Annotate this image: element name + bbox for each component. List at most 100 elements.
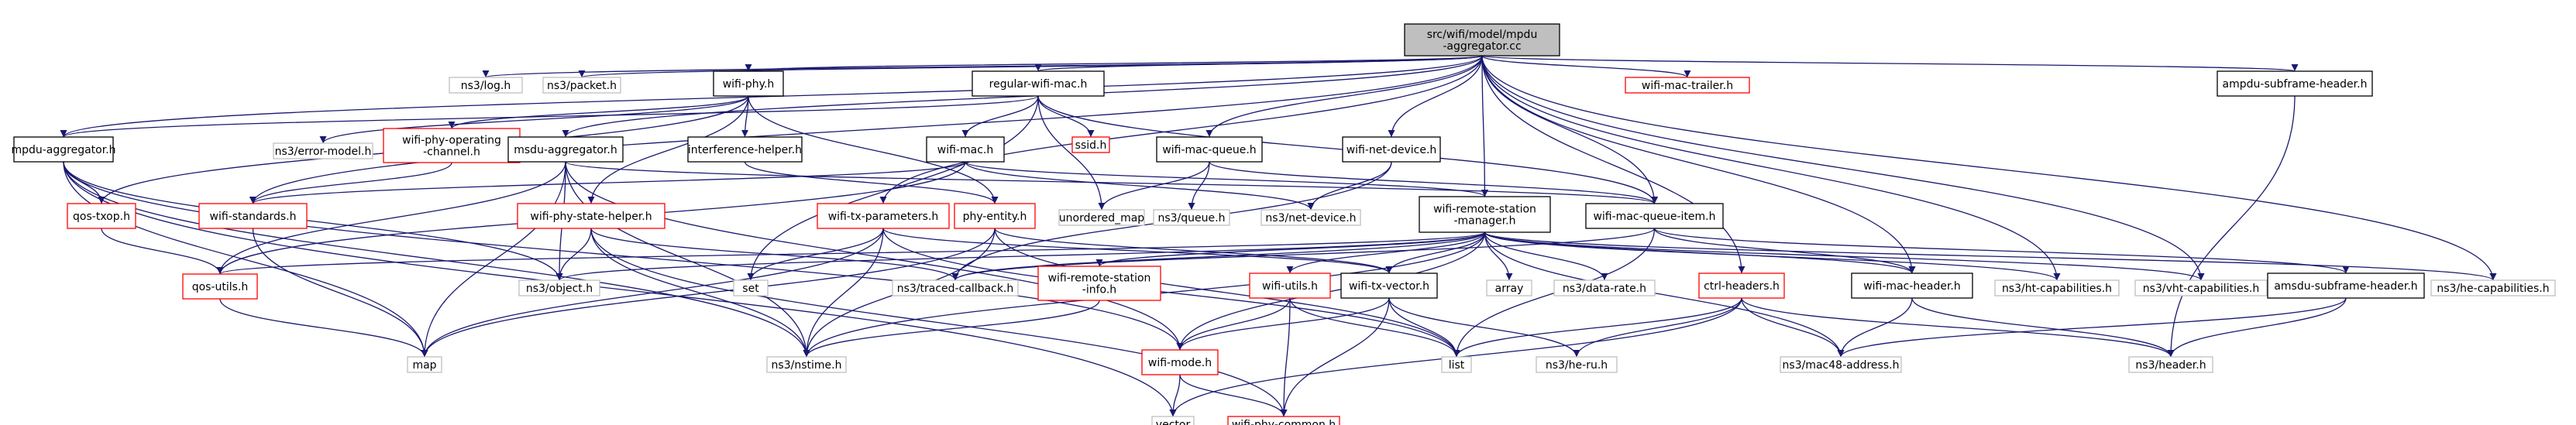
edge-opchan-standards	[249, 162, 452, 204]
node-opchan[interactable]: wifi-phy-operating-channel.h	[383, 128, 521, 163]
node-ampdusub[interactable]: ampdu-subframe-header.h	[2217, 70, 2373, 97]
node-label: ns3/header.h	[2135, 359, 2206, 372]
node-label: ns3/he-ru.h	[1546, 359, 1608, 372]
node-box	[198, 203, 308, 229]
node-vector[interactable]: vector	[1151, 416, 1195, 425]
node-mactrailer[interactable]: wifi-mac-trailer.h	[1625, 77, 1750, 94]
node-label: -channel.h	[423, 146, 480, 159]
edge-standards-map	[252, 228, 428, 358]
node-label: msdu-aggregator.h	[514, 144, 617, 156]
edge-wifimac-standards	[249, 161, 966, 204]
node-datarate[interactable]: ns3/data-rate.h	[1553, 279, 1656, 296]
node-box	[1625, 77, 1750, 94]
node-box	[1342, 136, 1441, 163]
node-box	[892, 279, 1019, 296]
node-wifimac[interactable]: wifi-mac.h	[926, 136, 1005, 163]
node-txparams[interactable]: wifi-tx-parameters.h	[817, 203, 950, 229]
edge-root-htcap	[1481, 55, 2061, 281]
edge-interf-phyentity	[744, 161, 999, 204]
node-msduagg[interactable]: msdu-aggregator.h	[507, 136, 624, 163]
node-array[interactable]: array	[1486, 279, 1532, 296]
node-label: list	[1449, 359, 1465, 372]
node-label: src/wifi/model/mpdu	[1427, 29, 1538, 41]
node-log[interactable]: ns3/log.h	[449, 77, 523, 94]
node-qosutils[interactable]: qos-utils.h	[182, 273, 258, 300]
node-phyentity[interactable]: phy-entity.h	[954, 203, 1036, 229]
node-label: -aggregator.cc	[1443, 40, 1521, 53]
node-txvector[interactable]: wifi-tx-vector.h	[1340, 272, 1438, 299]
node-macqueue[interactable]: wifi-mac-queue.h	[1156, 136, 1263, 163]
node-nstime[interactable]: ns3/nstime.h	[766, 356, 847, 373]
node-label: wifi-mac-queue.h	[1162, 144, 1256, 156]
node-wifiphy[interactable]: wifi-phy.h	[713, 70, 784, 97]
edge-macqueue-unordmap	[1098, 161, 1210, 211]
node-map[interactable]: map	[407, 356, 442, 373]
node-box	[1058, 209, 1145, 226]
node-label: array	[1495, 283, 1524, 295]
node-label: wifi-phy.h	[723, 78, 775, 91]
node-amsdusub[interactable]: amsdu-subframe-header.h	[2267, 272, 2425, 299]
edge-rsm-datarate	[1484, 231, 1608, 281]
node-wifiutils[interactable]: wifi-utils.h	[1249, 272, 1331, 299]
edge-regmac-unordmap	[1037, 95, 1106, 211]
node-hecap[interactable]: ns3/he-capabilities.h	[2430, 279, 2556, 296]
node-heru[interactable]: ns3/he-ru.h	[1536, 356, 1618, 373]
edge-root-regmac	[1034, 55, 1483, 72]
node-traced[interactable]: ns3/traced-callback.h	[892, 279, 1019, 296]
node-wifimode[interactable]: wifi-mode.h	[1141, 349, 1219, 375]
node-interf[interactable]: interference-helper.h	[687, 136, 803, 163]
node-packet[interactable]: ns3/packet.h	[542, 77, 621, 94]
edge-msduagg-queueitem	[565, 161, 1658, 204]
node-label: ns3/object.h	[526, 283, 593, 295]
node-root[interactable]: src/wifi/model/mpdu-aggregator.cc	[1404, 23, 1560, 57]
edge-macqueue-ns3queue	[1188, 161, 1210, 211]
node-box	[449, 77, 523, 94]
node-statehelper[interactable]: wifi-phy-state-helper.h	[517, 203, 665, 229]
node-label: ns3/nstime.h	[772, 359, 842, 372]
node-vhtcap[interactable]: ns3/vht-capabilities.h	[2134, 279, 2268, 296]
edge-root-wifiphy	[745, 55, 1483, 72]
node-label: ctrl-headers.h	[1704, 280, 1780, 293]
node-ssid[interactable]: ssid.h	[1071, 136, 1110, 153]
node-box	[1141, 349, 1219, 375]
edge-txvector-heru	[1388, 297, 1580, 358]
edge-phyentity-map	[421, 228, 996, 358]
node-standards[interactable]: wifi-standards.h	[198, 203, 308, 229]
node-label: phy-entity.h	[963, 211, 1027, 223]
node-ctrlhdr[interactable]: ctrl-headers.h	[1698, 272, 1785, 299]
node-htcap[interactable]: ns3/ht-capabilities.h	[1994, 279, 2120, 296]
node-rsinfo[interactable]: wifi-remote-station-info.h	[1037, 266, 1161, 301]
node-object[interactable]: ns3/object.h	[518, 279, 600, 296]
edge-queueitem-amsdusub	[1653, 228, 2350, 274]
node-queueitem[interactable]: wifi-mac-queue-item.h	[1585, 203, 1724, 229]
node-set[interactable]: set	[733, 279, 769, 296]
node-qostxop[interactable]: qos-txop.h	[67, 203, 136, 229]
node-box	[1441, 356, 1472, 373]
edge-wifimode-phycommon	[1179, 374, 1288, 417]
node-list[interactable]: list	[1441, 356, 1472, 373]
node-netdev[interactable]: wifi-net-device.h	[1342, 136, 1441, 163]
node-box	[67, 203, 136, 229]
edge-root-hecap	[1481, 55, 2497, 281]
edge-queueitem-machdr	[1653, 228, 1916, 274]
node-regmac[interactable]: regular-wifi-mac.h	[972, 70, 1105, 97]
node-ns3queue[interactable]: ns3/queue.h	[1153, 209, 1230, 226]
node-header[interactable]: ns3/header.h	[2128, 356, 2213, 373]
node-ns3netdev[interactable]: ns3/net-device.h	[1260, 209, 1361, 226]
node-mpduagg[interactable]: mpdu-aggregator.h	[11, 136, 116, 163]
edge-root-netdev	[1388, 55, 1483, 138]
edge-root-macqueue	[1205, 55, 1483, 138]
node-label: ns3/log.h	[461, 80, 511, 92]
edge-wifiutils-wifimode	[1176, 297, 1291, 351]
node-mac48[interactable]: ns3/mac48-address.h	[1780, 356, 1902, 373]
node-phycommon[interactable]: wifi-phy-common.h	[1227, 416, 1340, 425]
edge-netdev-ns3netdev	[1307, 161, 1392, 211]
edge-root-standards	[249, 55, 1483, 204]
node-unordmap[interactable]: unordered_map	[1058, 209, 1145, 226]
node-rsm[interactable]: wifi-remote-station-manager.h	[1419, 196, 1551, 233]
node-machdr[interactable]: wifi-mac-header.h	[1851, 272, 1973, 299]
node-errmodel[interactable]: ns3/error-model.h	[273, 142, 373, 159]
node-box	[766, 356, 847, 373]
edge-root-rsm	[1481, 55, 1489, 197]
